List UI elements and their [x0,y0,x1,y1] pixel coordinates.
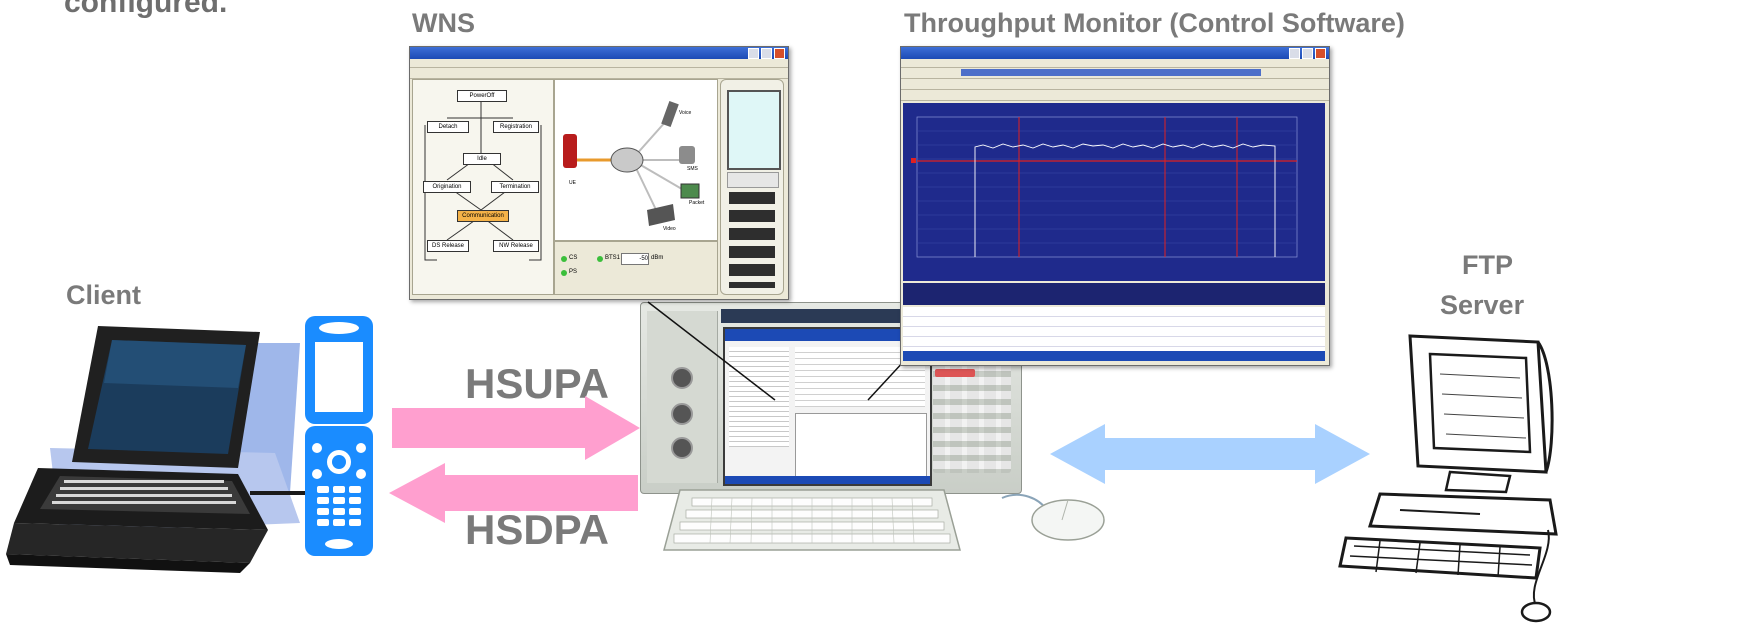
network-label-ue: UE [569,180,576,186]
throughput-monitor-window [900,46,1330,366]
throughput-plot [903,103,1325,281]
tester-knob-3 [671,437,693,459]
wns-toolbar [410,68,788,79]
monitor-table [903,307,1325,351]
network-label-video: Video [663,226,676,232]
ftp-server-label-line2: Server [1440,290,1525,320]
network-label-sms: SMS [687,166,698,172]
network-label-packet: Packet [689,200,705,206]
globe-icon [610,147,644,173]
state-node-termination: Termination [491,181,539,193]
monitor-marker-panel [903,283,1325,305]
wns-window: PowerOff Detach Registration Idle Origin… [409,46,789,300]
wns-network-graphic [563,101,700,226]
throughput-monitor-label: Throughput Monitor (Control Software) [904,8,1405,38]
wns-phone-panel [720,79,784,295]
status-label-bts1: BTS1 [605,255,621,261]
status-power-field: -50 [621,253,649,265]
mobile-phone-icon [305,316,373,556]
status-label-ps: PS [569,269,578,275]
network-label-voice: Voice [679,110,692,116]
hsdpa-label: HSDPA [465,506,609,553]
state-node-detach: Detach [427,121,469,133]
mouse-icon [1001,493,1105,541]
state-node-registration: Registration [493,121,539,133]
tester-knob-2 [671,403,693,425]
wns-titlebar [410,47,788,59]
wns-status-pane: CS PS BTS1 -50 dBm [554,241,718,295]
top-left-caption-fragment: configured. [64,0,228,19]
hsupa-label: HSUPA [465,360,609,407]
throughput-plot-graphic [911,116,1298,258]
desktop-computer-icon [1338,334,1558,623]
state-node-poweroff: PowerOff [457,90,507,102]
wns-menubar [410,59,788,68]
laptop-icon [6,326,305,573]
state-node-communication: Communication [457,210,509,222]
tester-knob-1 [671,367,693,389]
state-node-nw-release: NW Release [493,240,539,252]
tester-keypad [933,363,1011,473]
monitor-titlebar [901,47,1329,59]
status-label-dbm: dBm [651,255,664,261]
ftp-server-label-line1: FTP [1462,250,1513,280]
state-node-origination: Origination [423,181,471,193]
wns-state-pane: PowerOff Detach Registration Idle Origin… [412,79,554,295]
wns-network-pane: UE Voice SMS Packet Video [554,79,718,241]
client-label: Client [66,280,142,310]
monitor-toolbar-3 [901,90,1329,101]
monitor-toolbar-2 [901,79,1329,90]
monitor-statusbar [903,351,1325,361]
tester-red-keys [935,369,975,377]
monitor-menubar [901,59,1329,68]
monitor-toolbar-1 [901,68,1329,79]
server-double-arrow-shape [1050,424,1370,484]
wns-label: WNS [412,8,475,38]
state-node-ds-release: DS Release [427,240,469,252]
keyboard-icon [663,489,961,551]
state-node-idle: Idle [463,153,501,165]
status-label-cs: CS [569,255,578,261]
